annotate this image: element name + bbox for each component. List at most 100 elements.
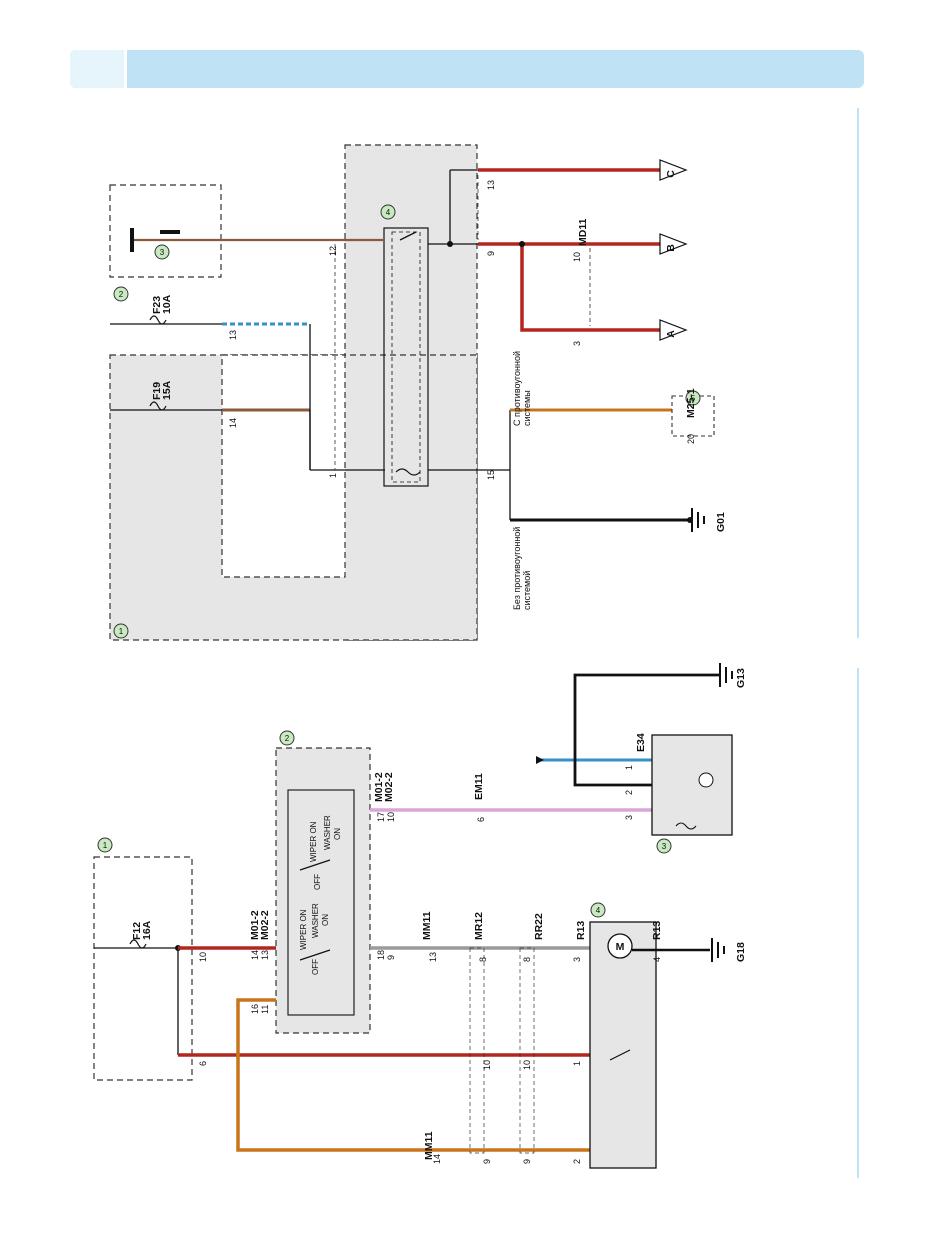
svg-text:M02-2: M02-2 xyxy=(259,910,271,940)
terminal-b-label: B xyxy=(665,244,677,252)
relay-coil-icon xyxy=(395,468,421,476)
callout-3-lower: 3 xyxy=(656,838,672,854)
fuse-f12-symbol xyxy=(129,939,147,949)
label-washer-top: WASHER xyxy=(323,815,332,850)
header-bar xyxy=(70,50,864,88)
svg-text:M02-2: M02-2 xyxy=(383,772,395,802)
svg-text:2: 2 xyxy=(119,290,124,299)
pin-switch-17: 17 xyxy=(376,812,386,822)
svg-text:3: 3 xyxy=(160,248,165,257)
fuse-f23-symbol xyxy=(149,315,167,325)
pin-r13-3: 3 xyxy=(572,957,582,962)
callout-5-upper: 5 xyxy=(685,390,701,406)
callout-4-upper: 4 xyxy=(380,204,396,220)
svg-text:F12: F12 xyxy=(131,922,143,940)
callout-2-lower: 2 xyxy=(279,730,295,746)
lower-fuse-box xyxy=(93,856,193,1081)
pin-r13-1: 1 xyxy=(572,1061,582,1066)
connector-e34: E34 xyxy=(635,733,647,752)
pin-e34-3: 3 xyxy=(624,815,634,820)
callout-1-upper: 1 xyxy=(113,623,129,639)
pin-10a: 10 xyxy=(482,1060,492,1070)
svg-text:системы: системы xyxy=(522,390,532,426)
pin-10b: 10 xyxy=(522,1060,532,1070)
svg-text:2: 2 xyxy=(285,734,290,743)
pin-switch-18: 18 xyxy=(376,950,386,960)
label-washer-bottom: WASHER xyxy=(311,903,320,938)
fuse-block-cutout xyxy=(221,354,346,578)
svg-text:M01-2: M01-2 xyxy=(373,772,385,802)
wiper-switch-inner xyxy=(287,789,355,1016)
terminal-a-label: A xyxy=(665,330,677,338)
svg-text:1: 1 xyxy=(119,627,124,636)
terminal-a-icon xyxy=(659,319,688,341)
pin-switch-11: 11 xyxy=(260,1005,270,1014)
pin-switch-10: 10 xyxy=(386,812,396,822)
terminal-b-icon xyxy=(659,233,688,255)
svg-text:16A: 16A xyxy=(141,920,153,940)
fuse-f19-symbol xyxy=(149,401,167,411)
washer-pump-box xyxy=(651,734,733,836)
wire-black-g13 xyxy=(573,673,720,787)
pin-switch-9: 9 xyxy=(386,955,396,960)
pin-9: 9 xyxy=(486,251,496,256)
pin-9b: 9 xyxy=(522,1159,532,1164)
pin-r13-4: 4 xyxy=(652,957,662,962)
pin-mr12-8: 8 xyxy=(478,957,488,962)
pin-mm11-13: 13 xyxy=(428,952,438,962)
connector-md11-label: MD11 xyxy=(577,218,589,246)
park-switch-icon xyxy=(609,1049,631,1061)
terminal-c-label: C xyxy=(665,170,677,178)
ground-g13-label: G13 xyxy=(735,668,747,688)
washer-motor-icon xyxy=(698,772,714,788)
svg-text:С противоугонной: С противоугонной xyxy=(512,351,522,426)
svg-text:5: 5 xyxy=(691,394,696,403)
connector-mm11-bottom: MM11 xyxy=(423,1131,435,1160)
connector-rr22: RR22 xyxy=(533,913,545,940)
ground-g01-label: G01 xyxy=(715,512,727,532)
pin-em11-6: 6 xyxy=(476,817,486,822)
pin-md11-3: 3 xyxy=(572,341,582,346)
pin-14: 14 xyxy=(228,418,238,428)
label-wiper-on-top: WIPER ON xyxy=(309,821,318,862)
pin-15: 15 xyxy=(486,470,496,480)
wiper-motor-box xyxy=(589,921,657,1169)
svg-text:4: 4 xyxy=(386,208,391,217)
wire-red-a xyxy=(520,244,660,332)
pin-9a: 9 xyxy=(482,1159,492,1164)
svg-text:F19: F19 xyxy=(151,382,163,400)
label-on-top: ON xyxy=(333,828,342,840)
motor-icon xyxy=(607,933,633,959)
callout-3-upper: 3 xyxy=(154,244,170,260)
pin-md11-10: 10 xyxy=(572,252,582,262)
header-tab xyxy=(70,50,127,88)
terminal-c-icon xyxy=(659,159,688,181)
wire-orange-mm11 xyxy=(236,998,590,1152)
label-on-bottom: ON xyxy=(321,914,330,926)
pin-1: 1 xyxy=(328,473,338,478)
washer-coil-icon xyxy=(675,822,697,830)
connector-r13-right: R13 xyxy=(651,921,663,940)
side-rule-lower xyxy=(857,668,859,1178)
connector-mm11: MM11 xyxy=(421,911,433,940)
pin-switch-13: 13 xyxy=(260,950,270,960)
callout-2-upper: 2 xyxy=(113,286,129,302)
wiper-switch-box xyxy=(275,747,371,1034)
motor-label: M xyxy=(616,941,625,953)
connector-r13-left: R13 xyxy=(575,921,587,940)
svg-text:Без противоугонной: Без противоугонной xyxy=(512,527,522,610)
connector-mr12: MR12 xyxy=(473,912,485,940)
pin-12: 12 xyxy=(328,246,338,256)
m25-label: M25-1 xyxy=(685,388,697,418)
svg-text:4: 4 xyxy=(596,906,601,915)
m25-pin: 20 xyxy=(686,434,696,444)
